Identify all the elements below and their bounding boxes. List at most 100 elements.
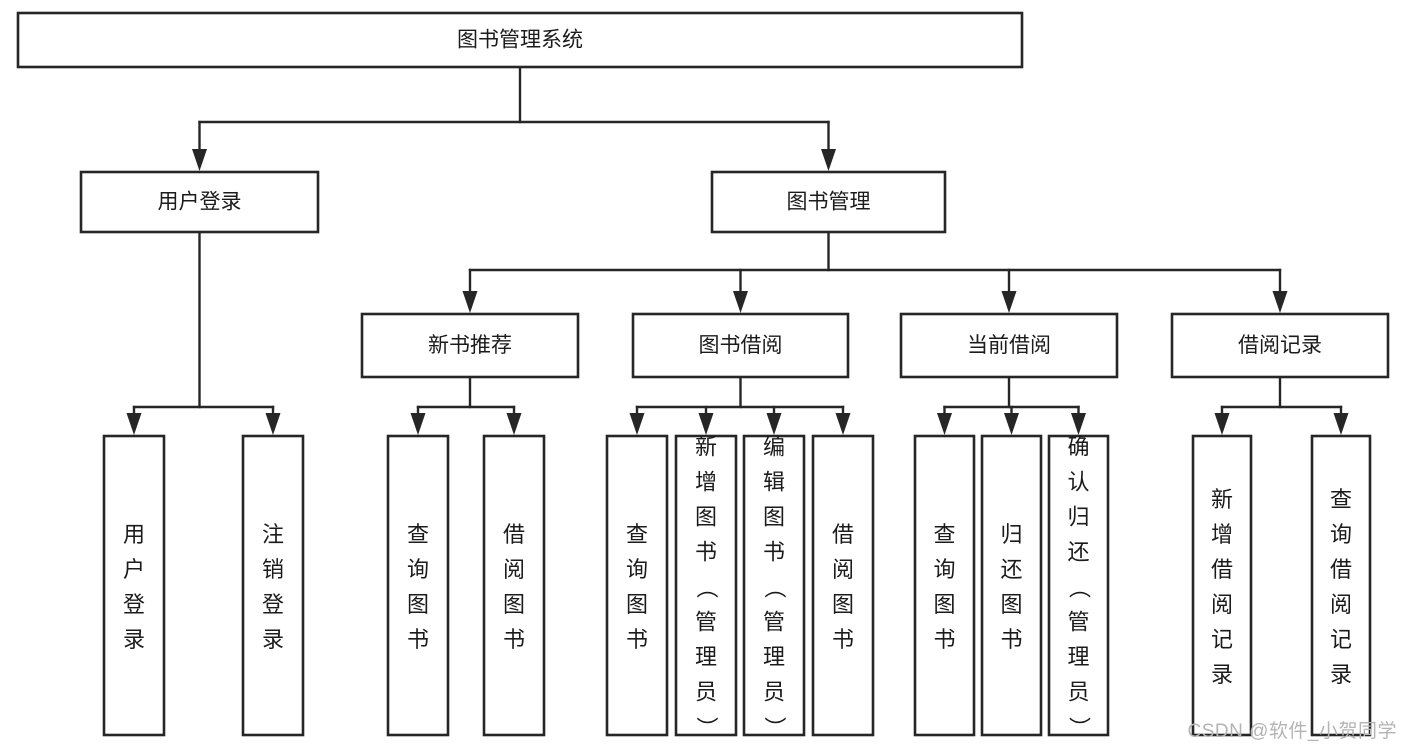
leaf-label-char: （ xyxy=(762,576,787,598)
arrow-head-icon xyxy=(821,149,836,171)
leaf-label-char: 查 xyxy=(407,522,429,547)
arrow-head-icon xyxy=(698,413,714,435)
node-label: 当前借阅 xyxy=(967,334,1051,357)
arrow-head-icon xyxy=(1004,413,1019,435)
node-level2-新书推荐[interactable]: 新书推荐 xyxy=(360,312,580,379)
leaf-label-char: 理 xyxy=(1067,645,1089,670)
leaf-label-char: 图 xyxy=(832,592,854,617)
leaf-label-char: 书 xyxy=(407,627,429,652)
node-level2-当前借阅[interactable]: 当前借阅 xyxy=(899,312,1119,379)
leaf-label-char: 员 xyxy=(695,680,717,705)
leaf-label-char: 户 xyxy=(123,557,145,582)
leaf-label-char: 确 xyxy=(1067,435,1089,460)
leaf-label-char: 注 xyxy=(262,522,284,547)
leaf-label-char: 图 xyxy=(1000,592,1022,617)
leaf-label-char: 图 xyxy=(407,592,429,617)
node-box-rect xyxy=(1310,434,1372,737)
leaf-label-char: 阅 xyxy=(1211,592,1233,617)
leaf-label-char: 理 xyxy=(763,645,785,670)
node-level2-借阅记录[interactable]: 借阅记录 xyxy=(1170,312,1390,379)
arrow-head-icon xyxy=(835,413,851,435)
leaf-label-char: ） xyxy=(1067,716,1092,738)
node-box-rect xyxy=(674,434,738,737)
node-box-rect xyxy=(1170,312,1390,379)
node-label: 图书管理系统 xyxy=(457,29,583,52)
leaf-label-char: 书 xyxy=(695,540,717,565)
node-root-图书管理系统[interactable]: 图书管理系统 xyxy=(16,11,1024,69)
node-box-rect xyxy=(102,434,166,737)
leaf-label-char: 记 xyxy=(1330,627,1352,652)
leaf-label-char: 图 xyxy=(933,592,955,617)
arrow-head-icon xyxy=(1214,413,1230,435)
leaf-label-char: 借 xyxy=(503,522,525,547)
leaf-label-char: 图 xyxy=(763,505,785,530)
leaf-label-char: 录 xyxy=(262,627,284,652)
leaf-label-char: 管 xyxy=(1067,610,1089,635)
node-level2-图书借阅[interactable]: 图书借阅 xyxy=(631,312,850,379)
leaf-label-char: 录 xyxy=(1211,662,1233,687)
leaf-label-char: 登 xyxy=(123,592,145,617)
leaf-label-char: 询 xyxy=(1330,522,1352,547)
leaf-label-char: 用 xyxy=(123,522,145,547)
leaf-label-char: 登 xyxy=(262,592,284,617)
node-leaf-用户登录[interactable]: 用户登录 xyxy=(102,434,166,737)
leaf-label-char: 书 xyxy=(503,627,525,652)
node-box-rect xyxy=(386,434,450,737)
node-level1-用户登录[interactable]: 用户登录 xyxy=(79,170,320,234)
leaf-label-char: 还 xyxy=(1067,540,1089,565)
leaf-label-char: 书 xyxy=(832,627,854,652)
arrow-head-icon xyxy=(766,413,782,435)
node-box-rect xyxy=(360,312,580,379)
node-box-rect xyxy=(631,312,850,379)
node-box-rect xyxy=(899,312,1119,379)
leaf-label-char: （ xyxy=(694,576,719,598)
arrow-head-icon xyxy=(937,413,952,435)
leaf-label-char: 书 xyxy=(763,540,785,565)
leaf-label-char: ） xyxy=(694,716,719,738)
node-label: 图书管理 xyxy=(787,191,871,214)
arrow-head-icon xyxy=(1001,291,1017,313)
leaf-label-char: 书 xyxy=(1000,627,1022,652)
leaf-label-char: 查 xyxy=(933,522,955,547)
leaf-label-char: 阅 xyxy=(1330,592,1352,617)
leaf-label-char: 新 xyxy=(1211,487,1233,512)
leaf-label-char: 阅 xyxy=(832,557,854,582)
node-level1-图书管理[interactable]: 图书管理 xyxy=(710,170,947,234)
node-box-rect xyxy=(980,434,1043,737)
leaf-label-char: 辑 xyxy=(763,470,785,495)
leaf-label-char: 归 xyxy=(1067,505,1089,530)
arrow-head-icon xyxy=(126,413,142,435)
leaf-label-char: 销 xyxy=(262,557,284,582)
leaf-label-char: 查 xyxy=(1330,487,1352,512)
leaf-label-char: 借 xyxy=(832,522,854,547)
leaf-label-char: 员 xyxy=(763,680,785,705)
node-label: 借阅记录 xyxy=(1238,334,1322,357)
arrow-head-icon xyxy=(733,291,748,313)
leaf-label-char: 图 xyxy=(626,592,648,617)
leaf-label-char: 管 xyxy=(695,610,717,635)
leaf-label-char: 员 xyxy=(1067,680,1089,705)
leaf-label-char: 书 xyxy=(933,627,955,652)
leaf-label-char: 归 xyxy=(1000,522,1022,547)
node-box-rect xyxy=(1047,434,1110,737)
node-box-rect xyxy=(710,170,947,234)
